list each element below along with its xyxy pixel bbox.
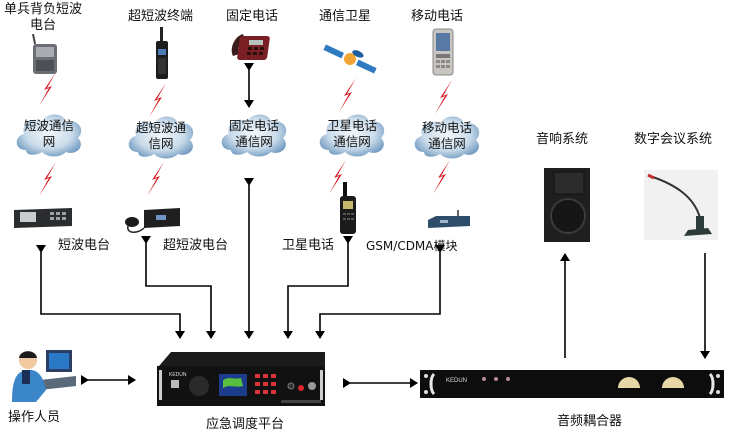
label-fixed-phone: 固定电话 (226, 9, 279, 24)
handheld-radio-icon (156, 27, 168, 79)
label-hf-radio: 短波电台 (58, 238, 111, 253)
manpack-radio-icon (32, 34, 57, 74)
coupler-brand-logo: KEDUN (446, 378, 467, 384)
wireless-bolt-icon (339, 78, 356, 112)
arrow-vhf-radio (141, 236, 216, 339)
wireless-bolt-icon (435, 80, 452, 114)
satellite-icon (323, 44, 377, 74)
conference-microphone-icon (644, 170, 718, 240)
wireless-bolt-icon (147, 162, 164, 196)
platform-brand-logo: KEDUN (169, 372, 187, 378)
audio-coupler-device[interactable]: KEDUN (420, 368, 724, 400)
wireless-bolt-icon (39, 162, 56, 196)
cloud-fixed-network: 固定电话通信网 (217, 110, 291, 158)
label-comm-satellite: 通信卫星 (319, 9, 372, 24)
label-speaker-system: 音响系统 (536, 132, 589, 147)
label-audio-coupler: 音频耦合器 (557, 414, 623, 429)
label-sat-phone: 卫星电话 (282, 238, 335, 253)
satellite-phone-icon (340, 182, 356, 234)
desk-phone-icon (231, 34, 270, 60)
label-vhf-radio: 超短波电台 (163, 238, 229, 253)
vhf-radio-icon (125, 208, 180, 233)
cloud-hf-network: 短波通信网 (12, 110, 86, 158)
gsm-module-icon (428, 210, 470, 228)
label-vhf-terminal: 超短波终端 (128, 9, 194, 24)
speaker-icon (544, 168, 590, 242)
arrow-hf-radio (36, 245, 185, 339)
hf-radio-icon (14, 208, 72, 228)
label-manpack-hf: 单兵背负短波电台 (3, 2, 82, 33)
arrow-sat-phone (283, 236, 353, 339)
cloud-mobile-network: 移动电话通信网 (410, 112, 484, 160)
label-dispatch-platform: 应急调度平台 (206, 417, 285, 432)
wireless-bolt-icon (39, 72, 56, 106)
operator-icon (12, 350, 76, 402)
wireless-bolt-icon (433, 160, 450, 194)
arrow-gsm-module (315, 245, 445, 339)
cloud-vhf-network: 超短波通信网 (124, 112, 198, 160)
mobile-phone-icon (432, 28, 454, 76)
label-conference-system: 数字会议系统 (634, 132, 713, 147)
dispatch-platform-device[interactable]: KEDUN (155, 352, 327, 408)
label-operator: 操作人员 (8, 410, 61, 425)
label-mobile-phone: 移动电话 (411, 9, 464, 24)
label-gsm-module: GSM/CDMA模块 (366, 239, 458, 253)
cloud-sat-network: 卫星电话通信网 (315, 110, 389, 158)
